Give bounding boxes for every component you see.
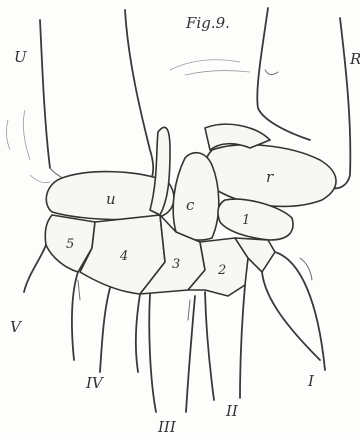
label-digit-II: II: [225, 402, 239, 420]
ulna-bone: [40, 10, 153, 192]
metacarpal-IV: [100, 288, 140, 372]
label-carpal-2: 2: [217, 263, 226, 278]
label-radial-epiphysis: r: [266, 168, 274, 186]
label-ulna: U: [14, 48, 28, 66]
central-bone: [173, 153, 219, 240]
metacarpal-II: [205, 285, 245, 400]
label-digit-III: III: [157, 418, 177, 436]
metacarpal-III: [149, 294, 195, 412]
label-carpal-5: 5: [66, 237, 74, 252]
label-carpal-1: 1: [242, 213, 250, 228]
label-digit-I: I: [307, 372, 315, 390]
label-radius: R: [349, 50, 360, 68]
label-carpal-3: 3: [172, 257, 180, 272]
label-digit-IV: IV: [85, 374, 105, 392]
metacarpal-I: [262, 252, 325, 370]
label-central: c: [186, 196, 195, 214]
label-ulnar-epiphysis: u: [106, 190, 116, 208]
label-carpal-4: 4: [119, 249, 128, 264]
label-digit-V: V: [10, 318, 23, 336]
figure-title: Fig.9.: [185, 14, 230, 32]
